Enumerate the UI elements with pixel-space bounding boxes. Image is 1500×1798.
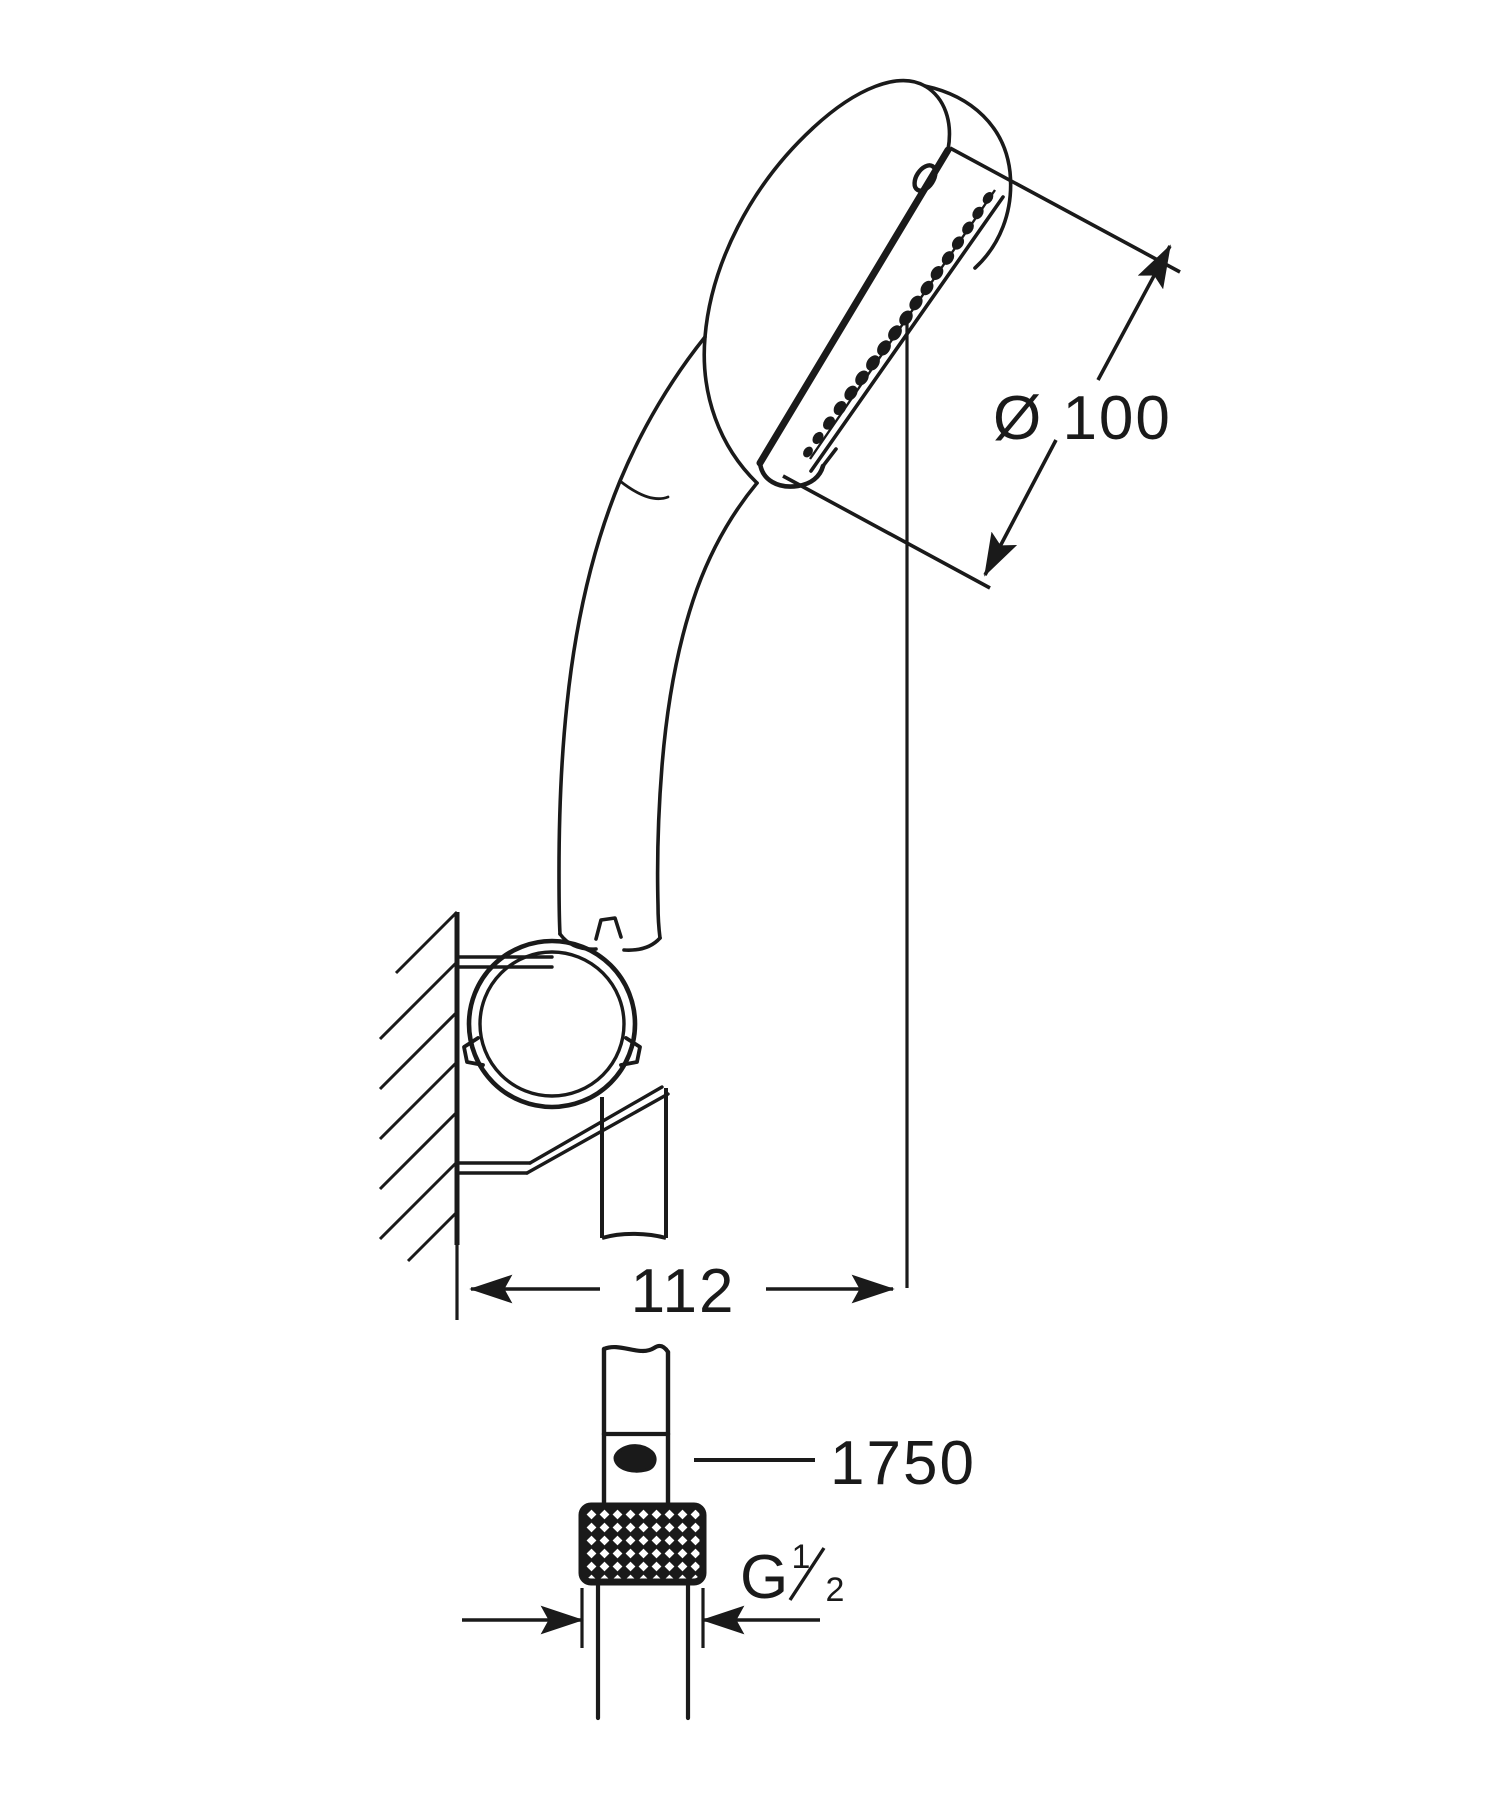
thread-label-letter: G xyxy=(740,1543,790,1612)
dimension-112-label: 112 xyxy=(631,1257,736,1326)
dimension-1750-label: 1750 xyxy=(830,1429,976,1498)
thread-label-numerator: 1 xyxy=(792,1538,811,1576)
hose-upper xyxy=(601,1343,671,1513)
wall-bracket xyxy=(455,938,670,1175)
outlet-tube xyxy=(600,1088,668,1240)
diameter-line-lower xyxy=(782,474,991,590)
shower-handle xyxy=(557,335,759,952)
hose-lower xyxy=(595,1579,691,1721)
diameter-arrow-lower xyxy=(983,439,1058,577)
diameter-arrow-upper xyxy=(1096,244,1172,381)
knurled-nut xyxy=(578,1502,707,1586)
fraction-slash xyxy=(788,1547,826,1601)
dimension-g-half: G 1 2 xyxy=(462,1538,844,1648)
spray-nozzles xyxy=(803,189,996,460)
spray-selector-button xyxy=(912,163,938,193)
dimension-1750: 1750 xyxy=(694,1429,976,1498)
diameter-100-label: Ø 100 xyxy=(993,384,1172,453)
hose-marking xyxy=(613,1444,657,1473)
dimension-112: 112 xyxy=(455,1245,895,1326)
wall-hatching xyxy=(378,910,459,1263)
dimension-diameter-100: Ø 100 xyxy=(782,146,1181,590)
thread-label-denominator: 2 xyxy=(826,1571,845,1609)
